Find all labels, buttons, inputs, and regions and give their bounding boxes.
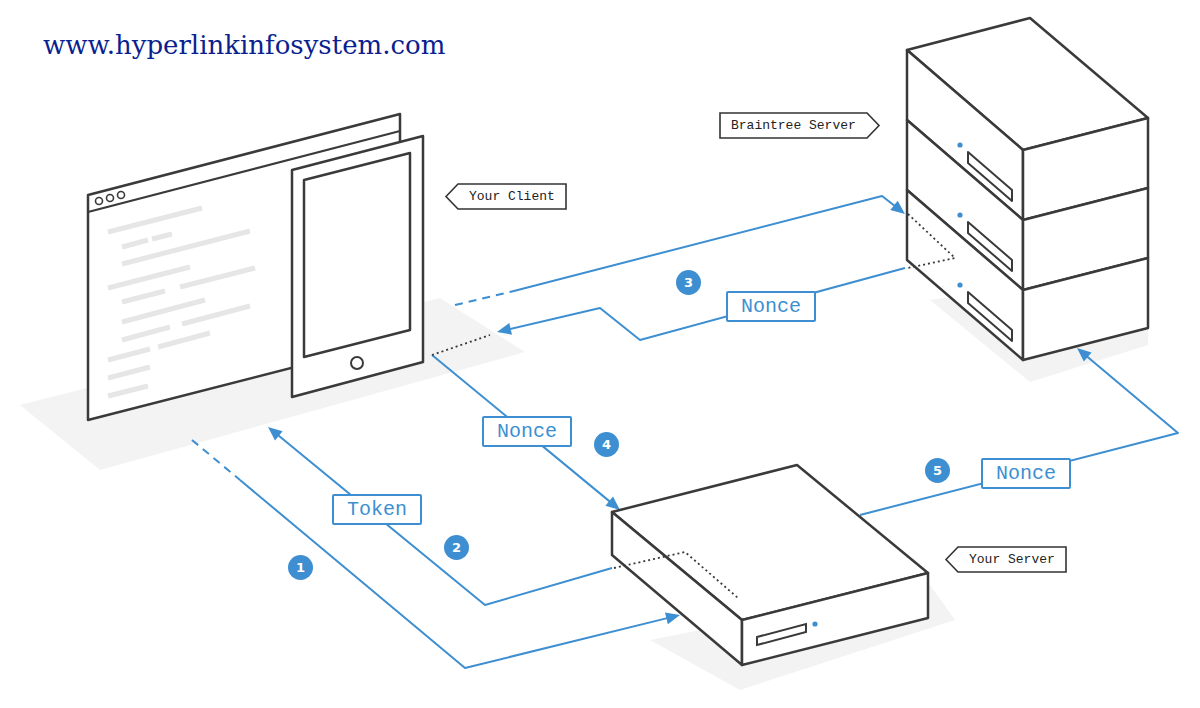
watermark: www.hyperlinkinfosystem.com — [43, 30, 445, 60]
flow-connector — [455, 196, 905, 305]
device-node: Your Client — [88, 112, 428, 422]
server-left-face — [612, 512, 742, 665]
flow-connector — [497, 268, 905, 340]
dashed-segment — [192, 440, 240, 480]
arrow-head — [665, 613, 680, 625]
callout-text: 5 — [933, 463, 942, 478]
tablet-frame — [292, 136, 423, 397]
tag-text: Braintree Server — [719, 112, 880, 139]
arrow-head — [268, 427, 283, 441]
callout-number: 4 — [594, 432, 619, 457]
arrow-head — [1077, 348, 1092, 362]
edge-label-text: Nonce — [497, 420, 557, 443]
window-dot — [118, 192, 125, 199]
edge-label-text: Token — [347, 498, 407, 521]
callout-text: 3 — [684, 275, 693, 290]
name-tag: Your Client — [445, 183, 567, 210]
device-node: Braintree Server — [905, 18, 1150, 360]
edge-label: Nonce — [726, 291, 816, 322]
client-devices — [88, 112, 428, 422]
device-node: Your Server — [612, 465, 928, 665]
hidden-path — [908, 214, 955, 268]
edge-label-text: Nonce — [741, 295, 801, 318]
connector-line — [276, 433, 612, 605]
hidden-path — [432, 335, 490, 355]
tag-shape — [946, 547, 1066, 572]
callout-number: 2 — [444, 535, 469, 560]
arrow-head — [497, 323, 512, 335]
edge-label: Token — [332, 494, 422, 525]
app-server — [612, 465, 928, 665]
callout-number: 1 — [288, 555, 313, 580]
tag-text: Your Server — [945, 546, 1067, 573]
window-dot — [107, 195, 114, 202]
connector-line — [432, 355, 612, 504]
server-rack — [905, 18, 1150, 360]
page-text-bars — [108, 208, 255, 396]
flow-connector — [192, 440, 680, 668]
edge-label-text: Nonce — [996, 462, 1056, 485]
name-tag: Your Server — [945, 546, 1067, 573]
tag-shape — [446, 184, 566, 209]
watermark-text: www.hyperlinkinfosystem.com — [43, 30, 445, 60]
arrow-head — [890, 201, 905, 214]
window-dot — [96, 198, 103, 205]
tablet-button — [351, 357, 363, 369]
callout-text: 4 — [602, 437, 611, 452]
server-led — [812, 621, 817, 626]
callout-number: 5 — [925, 458, 950, 483]
flow-connector — [432, 355, 620, 510]
edge-label: Nonce — [482, 416, 572, 447]
flow-connector — [860, 348, 1178, 515]
edge-label: Nonce — [981, 458, 1071, 489]
name-tag: Braintree Server — [719, 112, 880, 139]
connector-line — [510, 196, 897, 292]
tag-text: Your Client — [445, 183, 567, 210]
connector-line — [507, 268, 905, 340]
dashed-segment — [455, 292, 510, 305]
connector-line — [240, 480, 670, 668]
callout-number: 3 — [676, 270, 701, 295]
tablet-screen — [304, 153, 410, 357]
callout-text: 2 — [452, 540, 461, 555]
tag-shape — [720, 113, 879, 138]
connector-line — [860, 354, 1178, 515]
flow-connector — [268, 427, 612, 605]
server-right-face — [742, 573, 928, 665]
server-slot — [757, 624, 806, 645]
callout-text: 1 — [296, 560, 305, 575]
arrow-head — [605, 496, 620, 510]
rack-unit — [907, 190, 1148, 360]
hidden-path — [614, 552, 738, 598]
